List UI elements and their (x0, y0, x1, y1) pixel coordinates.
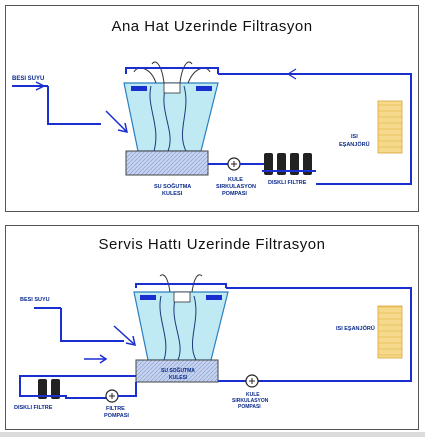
filter-pump-label-2: POMPASI (104, 413, 129, 419)
panel-title: Servis Hattı Uzerinde Filtrasyon (98, 236, 326, 253)
spray-header-pipe (135, 283, 227, 288)
feed-water-label: BESI SUYU (12, 76, 44, 82)
inlet-pipe (60, 308, 124, 342)
cooling-tower (133, 274, 229, 361)
cooling-tower (123, 61, 219, 152)
heat-exchanger (377, 305, 403, 359)
pump-label-2: SIRKULASYON (216, 184, 256, 190)
disc-filter-label: DISKLI FILTRE (14, 405, 53, 411)
side-stream-pipe (19, 375, 136, 397)
filter-pump-icon (105, 389, 119, 403)
heat-exchanger (377, 100, 403, 154)
tower-basin (125, 150, 209, 176)
pump-label-1: KULE (228, 177, 243, 183)
pump-label-3: POMPASI (238, 404, 261, 410)
flow-arrow-icon (286, 68, 297, 80)
inflow-arrow-icon (105, 110, 127, 132)
main-line-diagram: BESI SUYU SU SOĞUTMA KULESI (12, 61, 412, 197)
feed-water-label: BESI SUYU (20, 297, 50, 303)
pump-label-3: POMPASI (222, 191, 247, 197)
service-line-diagram: BESI SUYU SU SOĞUTMA KULESI (14, 274, 412, 419)
spray-header-pipe (125, 67, 219, 74)
pump-label-2: SIRKULASYON (232, 398, 269, 404)
heat-exchanger-label-2: EŞANJÖRÜ (339, 141, 370, 148)
inflow-arrow-icon (113, 325, 135, 345)
disc-filter-label: DISKLI FILTRE (268, 180, 307, 186)
cooling-tower-label-2: KULESI (162, 191, 183, 197)
cooling-tower-label-1: SU SOĞUTMA (154, 182, 191, 190)
heat-exchanger-label: ISI EŞANJÖRÜ (336, 325, 375, 332)
inlet-pipe (47, 86, 101, 125)
bottom-scrollbar-strip (0, 432, 425, 437)
disc-filter-group (36, 379, 106, 399)
panel-main-line-filtration: Ana Hat Uzerinde Filtrasyon BESI SUYU (5, 5, 419, 212)
return-pipe (218, 73, 412, 185)
pump-label-1: KULE (246, 392, 260, 398)
return-pipe (226, 287, 412, 382)
panel-title: Ana Hat Uzerinde Filtrasyon (111, 18, 313, 35)
disc-filter-group (262, 153, 316, 175)
panel-service-line-filtration: Servis Hattı Uzerinde Filtrasyon BESI SU… (5, 225, 419, 430)
feed-water-inlet (12, 81, 48, 91)
filter-pump-label-1: FILTRE (106, 406, 125, 412)
tower-basin (135, 359, 219, 383)
cooling-tower-label-2: KULESI (169, 375, 188, 381)
cooling-tower-label-1: SU SOĞUTMA (161, 366, 195, 374)
circulation-pump-icon (227, 157, 241, 171)
circulation-pump-icon (245, 374, 259, 388)
heat-exchanger-label-1: ISI (351, 134, 358, 140)
